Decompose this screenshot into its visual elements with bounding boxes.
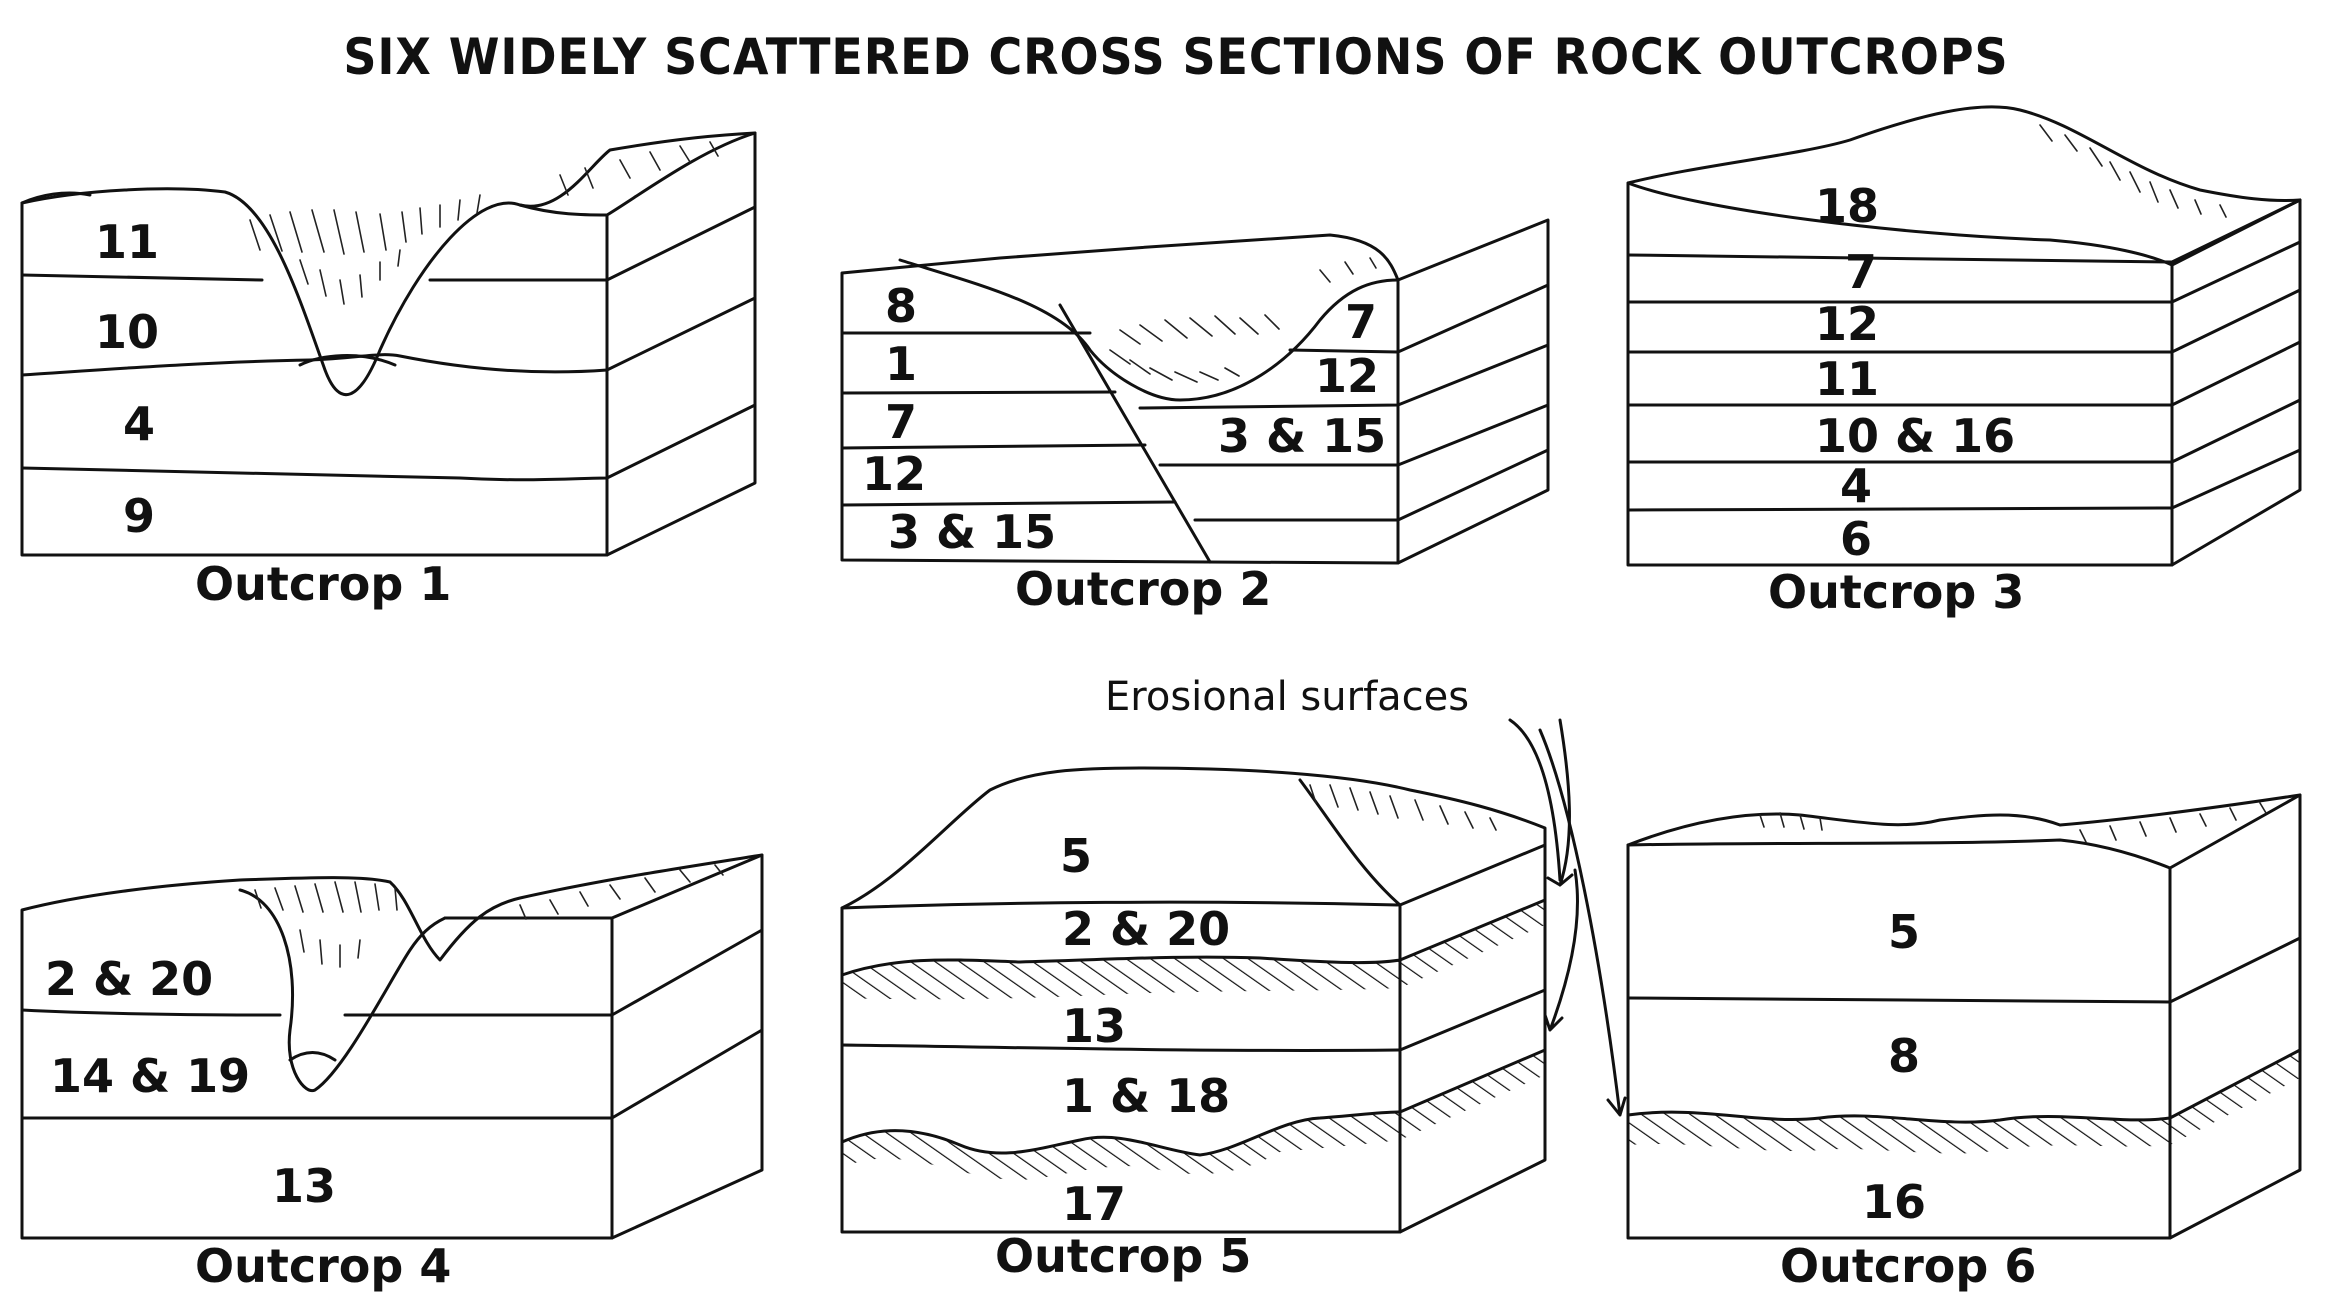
- outcrop-4-layer-3: 13: [272, 1159, 336, 1213]
- outcrop-2-fault-layer-2: 12: [1315, 349, 1379, 403]
- outcrop-6-bed-line: [1626, 936, 2302, 1004]
- outcrop-3-bed-line: [1626, 240, 2302, 304]
- outcrop-3-bed-line: [1626, 398, 2302, 464]
- outcrop-1-front-top: [518, 203, 609, 217]
- outcrop-6-layer-3: 16: [1862, 1175, 1926, 1229]
- outcrop-3-layer-4: 11: [1815, 352, 1879, 406]
- outcrop-2-bed-line: [1138, 343, 1550, 410]
- outcrop-3-top-front: [1626, 181, 2302, 267]
- outcrop-3-bed-line: [1626, 448, 2302, 512]
- outcrop-2-bed-line: [1193, 448, 1550, 522]
- outcrop-2-fault-layer-1: 7: [1345, 295, 1377, 349]
- outcrop-3-bed-line: [1626, 288, 2302, 354]
- outcrop-6-block-outline: [1626, 793, 2302, 1240]
- outcrop-4-bed-line: [20, 928, 764, 1017]
- outcrop-5-erosional-surface-lower: [840, 1048, 1547, 1180]
- outcrop-2-bed-line: [840, 443, 1147, 450]
- outcrop-2-layer-5: 3 & 15: [888, 505, 1056, 559]
- outcrop-2-fault-line: [1058, 303, 1212, 564]
- outcrop-5-layer-1: 5: [1060, 829, 1092, 883]
- outcrop-3-caption: Outcrop 3: [1768, 565, 2024, 619]
- outcrop-5-caption: Outcrop 5: [995, 1229, 1251, 1283]
- outcrop-4: 2 & 20 14 & 19 13 Outcrop 4: [20, 853, 764, 1293]
- outcrop-4-valley-shading: [254, 864, 724, 968]
- outcrop-1-top-back: [605, 131, 757, 217]
- outcrop-3-layer-2: 7: [1845, 245, 1877, 299]
- outcrop-6-top-shading: [1759, 802, 2267, 843]
- outcrop-5-layer-3: 13: [1062, 999, 1126, 1053]
- outcrop-2-bed-line: [1158, 403, 1550, 467]
- outcrop-3-layer-6: 4: [1840, 459, 1872, 513]
- outcrop-2: 8 1 7 12 3 & 15 7 12 3 & 15 Outcrop 2: [840, 218, 1550, 616]
- outcrop-3-layer-5: 10 & 16: [1815, 409, 2015, 463]
- outcrop-3-layer-7: 6: [1840, 512, 1872, 566]
- outcrop-5: 5 2 & 20 13 1 & 18 17 Outcrop 5: [840, 766, 1547, 1283]
- outcrop-3-bed-line: [1626, 198, 2302, 264]
- outcrop-5-layer-2: 2 & 20: [1062, 902, 1230, 956]
- outcrop-2-layer-3: 7: [885, 395, 917, 449]
- outcrop-3: 18 7 12 11 10 & 16 4 6 Outcrop 3: [1626, 105, 2302, 619]
- pointer-line: [1538, 728, 1627, 1117]
- outcrop-1-layer-3: 4: [123, 397, 155, 451]
- pointer-line: [1508, 718, 1562, 882]
- outcrop-5-layer-5: 17: [1062, 1177, 1126, 1231]
- outcrop-6-layer-2: 8: [1888, 1029, 1920, 1083]
- outcrop-1-layer-1: 11: [95, 215, 159, 269]
- outcrop-5-erosional-surface-upper: [840, 898, 1547, 1000]
- outcrop-1-layer-2: 10: [95, 305, 159, 359]
- outcrop-6-erosional-surface: [1626, 1048, 2302, 1154]
- outcrop-2-bed-line: [840, 500, 1177, 507]
- outcrop-2-bed-line: [840, 390, 1117, 395]
- outcrop-6-layer-1: 5: [1888, 905, 1920, 959]
- outcrop-4-valley-floor: [288, 1051, 337, 1062]
- outcrop-4-block-outline: [20, 853, 764, 1240]
- outcrop-4-valley: [238, 888, 447, 1093]
- outcrop-2-layer-2: 1: [885, 337, 917, 391]
- outcrop-2-block-outline: [840, 218, 1550, 565]
- outcrop-2-scarp-shading: [1109, 257, 1377, 383]
- outcrop-1-top-front: [20, 191, 92, 205]
- pointer-line: [1543, 868, 1579, 1032]
- outcrop-1-layer-4: 9: [123, 489, 155, 543]
- outcrop-5-block-outline: [840, 766, 1547, 1234]
- outcrop-1-block-outline: [20, 131, 757, 557]
- outcrop-6: 5 8 16 Outcrop 6: [1626, 793, 2302, 1293]
- outcrop-3-hill-shading: [2039, 124, 2227, 218]
- outcrop-6-caption: Outcrop 6: [1780, 1239, 2036, 1293]
- diagram-title: SIX WIDELY SCATTERED CROSS SECTIONS OF R…: [343, 28, 2009, 86]
- outcrop-2-layer-4: 12: [862, 447, 926, 501]
- outcrop-5-front-top: [840, 843, 1547, 910]
- outcrop-2-layer-1: 8: [885, 279, 917, 333]
- outcrop-1: 11 10 4 9 Outcrop 1: [20, 131, 757, 611]
- outcrop-1-caption: Outcrop 1: [195, 557, 451, 611]
- outcrop-1-valley-floor: [298, 354, 397, 367]
- outcrop-5-hill-right: [1298, 778, 1402, 907]
- outcrop-1-bed-line: [20, 403, 757, 482]
- outcrop-1-valley-shading: [249, 141, 719, 305]
- outcrop-1-bed-line: [20, 205, 757, 282]
- outcrop-2-bed-line: [1288, 283, 1550, 354]
- outcrop-5-bed-line: [840, 988, 1547, 1052]
- outcrop-2-fault-layer-3: 3 & 15: [1218, 409, 1386, 463]
- outcrop-3-layer-3: 12: [1815, 297, 1879, 351]
- outcrop-2-top-fault-scarp: [898, 258, 1400, 402]
- outcrop-4-front-top: [443, 853, 764, 920]
- outcrop-4-layer-2: 14 & 19: [50, 1049, 250, 1103]
- outcrop-6-front-top: [1626, 793, 2302, 870]
- erosional-surfaces-annotation: Erosional surfaces: [1105, 674, 1627, 1117]
- pointer-arrow-upper: [1546, 718, 1574, 887]
- outcrop-5-layer-4: 1 & 18: [1062, 1069, 1230, 1123]
- outcrop-2-caption: Outcrop 2: [1015, 562, 1271, 616]
- outcrop-3-layer-1: 18: [1815, 179, 1879, 233]
- outcrop-5-hill-shading: [1309, 784, 1497, 831]
- outcrop-4-caption: Outcrop 4: [195, 1239, 451, 1293]
- outcrop-4-layer-1: 2 & 20: [45, 952, 213, 1006]
- outcrop-4-bed-line: [20, 1028, 764, 1120]
- outcrop-3-bed-line: [1626, 340, 2302, 407]
- erosional-surfaces-label: Erosional surfaces: [1105, 674, 1469, 720]
- outcrop-3-block-outline: [1626, 105, 2302, 567]
